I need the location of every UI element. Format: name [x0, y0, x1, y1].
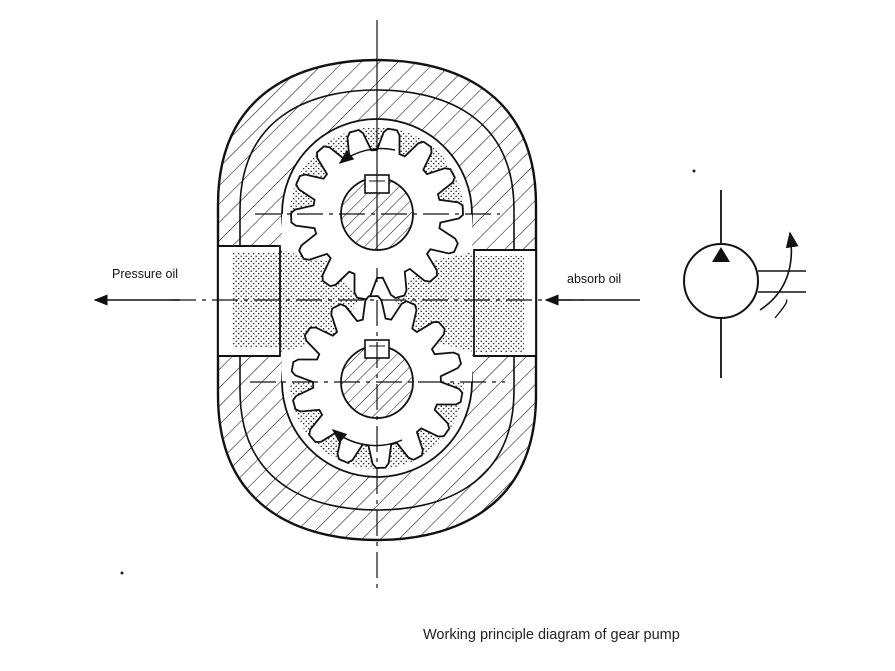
hydraulic-pump-symbol-icon: [683, 190, 806, 378]
centerlines: [170, 20, 585, 590]
diagram-caption: Working principle diagram of gear pump: [423, 627, 680, 643]
lower-rotation-arrow: [331, 429, 403, 447]
outlet-port: [217, 245, 281, 357]
speck-dot: [120, 571, 124, 575]
inlet-port: [473, 249, 537, 357]
absorb-oil-label: absorb oil: [567, 272, 622, 286]
housing-outline: [216, 58, 538, 542]
speck-dot: [692, 169, 696, 173]
upper-rotation-arrow: [338, 147, 396, 164]
pressure-oil-label: Pressure oil: [112, 267, 178, 281]
housing-inner-outline: [239, 89, 515, 511]
